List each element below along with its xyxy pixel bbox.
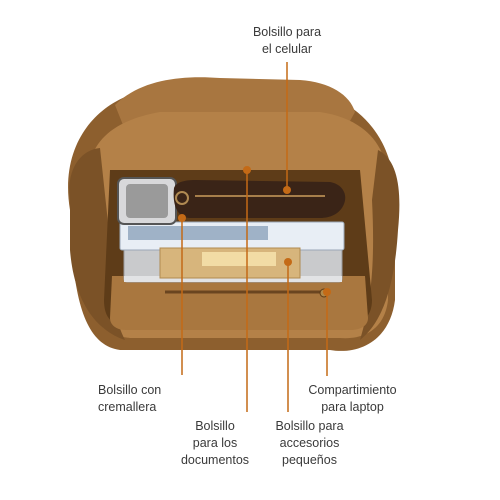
- laptop-edge: [124, 276, 342, 282]
- magazine-cover-print: [128, 226, 268, 240]
- leader-dot-laptop: [323, 288, 331, 296]
- leader-dot-cremallera: [178, 214, 186, 222]
- backpack-right-side: [360, 150, 400, 340]
- label-bolsillo-celular: Bolsillo para el celular: [252, 25, 322, 56]
- label-compartimiento-laptop: Compartimiento para laptop: [308, 383, 397, 414]
- wallet-zipper-ring: [175, 191, 189, 205]
- accessory-box-label: [202, 252, 276, 266]
- label-bolsillo-documentos: Bolsillo para los documentos: [180, 419, 250, 467]
- interior-zip-panel: [110, 276, 368, 330]
- leader-dot-documentos: [243, 166, 251, 174]
- phone-case-pattern: [126, 184, 168, 218]
- leader-dot-celular: [283, 186, 291, 194]
- wallet-pouch: [173, 180, 346, 218]
- label-bolsillo-cremallera: Bolsillo con cremallera: [98, 383, 162, 414]
- label-bolsillo-accesorios: Bolsillo para accesorios pequeños: [275, 419, 344, 467]
- leader-dot-accesorios: [284, 258, 292, 266]
